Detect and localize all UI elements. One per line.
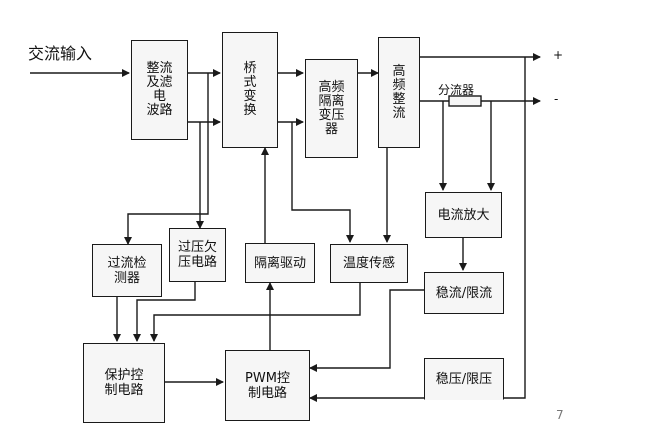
hf-transformer-block: 高频 隔离 变压 器 — [305, 59, 358, 158]
connector-overvoltage-protect — [133, 282, 196, 342]
output-plus-label: + — [553, 48, 564, 62]
corner-mark: 7 — [556, 408, 564, 422]
bridge-converter-block: 桥 式 变 换 — [222, 32, 278, 148]
voltage-limit-block: 稳压/限压 — [424, 358, 504, 400]
overcurrent-detector-block: 过流检 测器 — [92, 244, 162, 297]
protection-control-block: 保护控 制电路 — [83, 343, 165, 423]
temperature-sensor-block: 温度传感 — [330, 244, 408, 283]
connector-bridge-temp — [291, 122, 354, 243]
current-limit-block: 稳流/限流 — [424, 272, 504, 314]
isolation-driver-block: 隔离驱动 — [245, 243, 315, 283]
connector-voltage-feedback — [309, 57, 526, 402]
shunt-resistor — [448, 95, 482, 107]
connector-temp-protect — [150, 283, 361, 342]
input-label: 交流输入 — [28, 44, 93, 63]
connector-limit-pwm — [309, 289, 424, 372]
pwm-control-block: PWM控 制电路 — [225, 350, 310, 421]
over-under-voltage-block: 过压欠 压电路 — [169, 228, 226, 282]
current-amplifier-block: 电流放大 — [425, 192, 502, 238]
rectifier-filter-block: 整流 及滤 电 波路 — [131, 40, 188, 140]
shunt-label: 分流器 — [438, 83, 475, 97]
output-minus-label: - — [554, 92, 559, 106]
connector-tap-overcurrent — [124, 73, 209, 245]
hf-rectifier-block: 高 频 整 流 — [378, 37, 420, 148]
